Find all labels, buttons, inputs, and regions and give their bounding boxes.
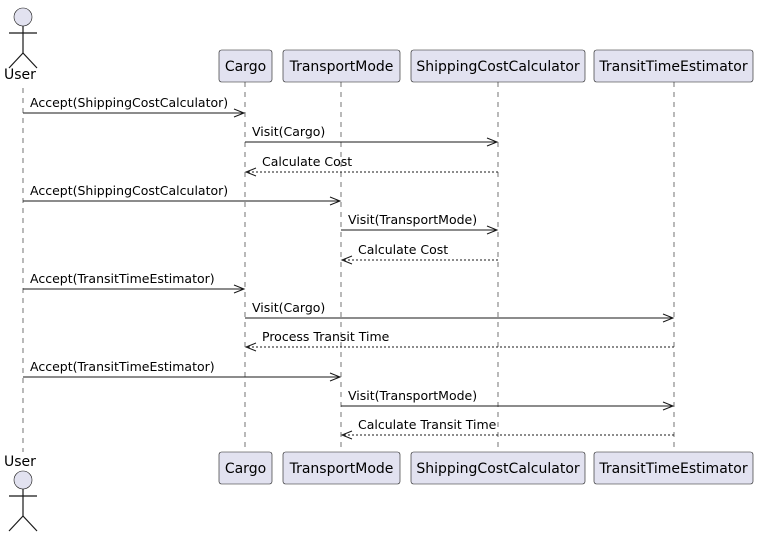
message-arrowhead-4	[329, 196, 342, 206]
actor-label-top: User	[4, 67, 36, 83]
message-arrowhead-7	[233, 284, 246, 294]
actor-head-bottom	[13, 470, 33, 490]
message-arrowhead-5	[486, 225, 499, 235]
message-label-5: Visit(TransportMode)	[348, 212, 477, 227]
message-label-11: Visit(TransportMode)	[348, 388, 477, 403]
participant-label-cargo-bottom: Cargo	[225, 461, 266, 477]
message-label-9: Process Transit Time	[262, 329, 390, 344]
participant-label-cargo-top: Cargo	[225, 59, 266, 75]
participant-label-shipping-bottom: ShippingCostCalculator	[416, 461, 580, 477]
actor-leg-right-top	[22, 52, 38, 69]
actor-leg-left-top	[8, 52, 24, 69]
message-arrowhead-11	[662, 401, 675, 411]
participant-box-transport-bottom	[282, 451, 401, 485]
actor-head-top	[13, 7, 33, 27]
message-arrowhead-1	[233, 108, 246, 118]
participant-box-transit-top	[593, 49, 754, 83]
message-label-8: Visit(Cargo)	[252, 300, 325, 315]
actor-leg-right-bottom	[22, 515, 38, 532]
message-arrowhead-10	[329, 372, 342, 382]
message-label-1: Accept(ShippingCostCalculator)	[30, 95, 228, 110]
message-arrowhead-6	[340, 255, 353, 265]
message-arrowhead-8	[662, 313, 675, 323]
message-arrowhead-12	[340, 430, 353, 440]
participant-label-transport-bottom: TransportMode	[289, 461, 394, 477]
message-label-12: Calculate Transit Time	[358, 417, 497, 432]
message-label-7: Accept(TransitTimeEstimator)	[30, 271, 215, 286]
message-arrowhead-2	[486, 137, 499, 147]
message-label-6: Calculate Cost	[358, 242, 448, 257]
participant-box-transit-bottom	[593, 451, 754, 485]
participant-label-transit-bottom: TransitTimeEstimator	[598, 461, 747, 477]
participant-box-shipping-bottom	[410, 451, 586, 485]
message-label-2: Visit(Cargo)	[252, 124, 325, 139]
participant-box-cargo-bottom	[218, 451, 273, 485]
participant-label-transit-top: TransitTimeEstimator	[598, 59, 747, 75]
participant-label-transport-top: TransportMode	[289, 59, 394, 75]
message-arrowhead-9	[244, 342, 257, 352]
message-arrowhead-3	[244, 167, 257, 177]
participant-label-shipping-top: ShippingCostCalculator	[416, 59, 580, 75]
message-label-4: Accept(ShippingCostCalculator)	[30, 183, 228, 198]
participant-box-shipping-top	[410, 49, 586, 83]
actor-label-bottom: User	[4, 454, 36, 470]
participant-box-transport-top	[282, 49, 401, 83]
participant-box-cargo-top	[218, 49, 273, 83]
message-label-10: Accept(TransitTimeEstimator)	[30, 359, 215, 374]
actor-leg-left-bottom	[8, 515, 24, 532]
message-label-3: Calculate Cost	[262, 154, 352, 169]
